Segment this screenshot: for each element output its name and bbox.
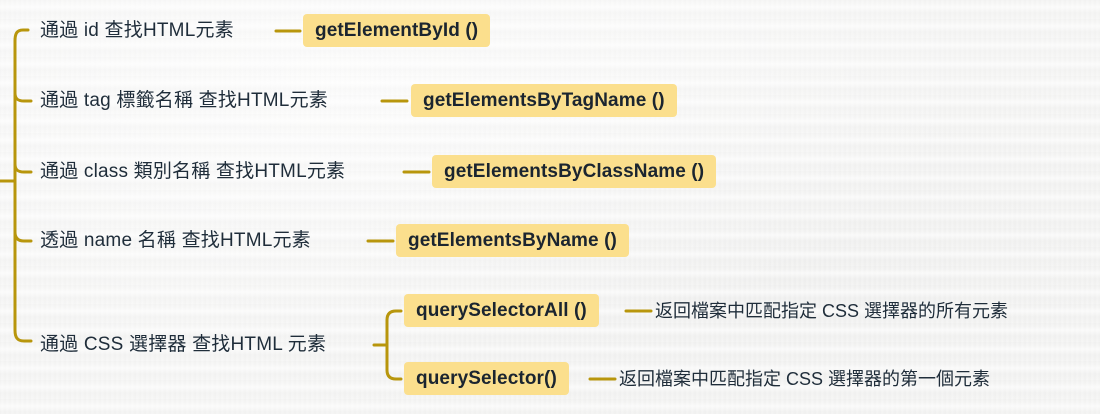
method-chip-get-elements-by-class-name[interactable]: getElementsByClassName () <box>432 155 717 188</box>
description-query-selector-all: 返回檔案中匹配指定 CSS 選擇器的所有元素 <box>655 301 1009 321</box>
node-label-by-id[interactable]: 通過 id 查找HTML元素 <box>40 20 234 41</box>
node-label-by-name[interactable]: 透過 name 名稱 查找HTML元素 <box>40 230 311 251</box>
description-query-selector: 返回檔案中匹配指定 CSS 選擇器的第一個元素 <box>619 369 991 389</box>
node-label-by-css-selector[interactable]: 通過 CSS 選擇器 查找HTML 元素 <box>40 334 327 355</box>
node-label-by-tag[interactable]: 通過 tag 標籤名稱 查找HTML元素 <box>40 90 328 111</box>
node-label-by-class[interactable]: 通過 class 類別名稱 查找HTML元素 <box>40 161 346 182</box>
method-chip-get-elements-by-tag-name[interactable]: getElementsByTagName () <box>411 84 677 117</box>
method-chip-get-element-by-id[interactable]: getElementById () <box>303 14 491 47</box>
method-chip-query-selector-all[interactable]: querySelectorAll () <box>404 294 599 327</box>
method-chip-query-selector[interactable]: querySelector() <box>404 362 569 395</box>
method-chip-get-elements-by-name[interactable]: getElementsByName () <box>396 224 629 257</box>
